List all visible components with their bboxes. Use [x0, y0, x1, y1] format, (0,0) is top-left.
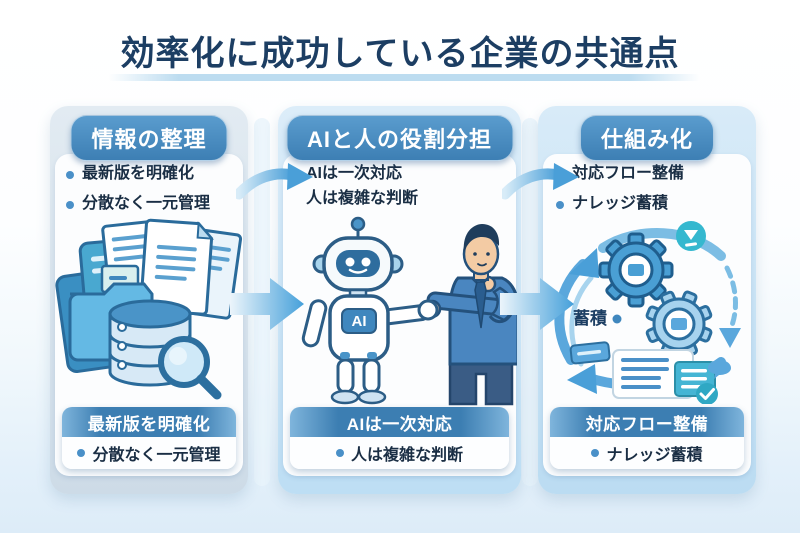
- document-icon: [612, 349, 694, 399]
- gears-cycle-illustration: 蓄積: [554, 221, 741, 404]
- column-header-pill: 情報の整理: [70, 115, 228, 161]
- column-information-organization: 情報の整理 最新版を明確化 分散なく一元管理: [50, 106, 248, 494]
- point-label: 分散なく一元管理: [82, 194, 211, 212]
- summary-point: 分散なく一元管理: [62, 437, 236, 469]
- point-item: 人は複雑な判断: [306, 189, 521, 210]
- column-ai-human-roles: AIと人の役割分担 AIは一次対応 人は複雑な判断: [278, 106, 521, 494]
- bullet-dot-icon: [335, 449, 344, 457]
- summary-header: AIは一次対応: [290, 407, 509, 437]
- bullet-dot-icon: [612, 314, 622, 324]
- gear-icon: [645, 290, 713, 358]
- folders-database-magnifier-illustration: [55, 218, 243, 400]
- point-item: 対応フロー整備: [556, 164, 756, 185]
- summary-point: ナレッジ蓄積: [550, 437, 744, 469]
- document-icon: [139, 218, 214, 316]
- title-underline: [108, 74, 700, 81]
- bullet-dot-icon: [556, 200, 564, 209]
- bullet-dot-icon: [77, 449, 86, 457]
- point-item: ナレッジ蓄積: [556, 194, 756, 215]
- robot-human-handshake-illustration: AI: [301, 216, 517, 406]
- bullet-dot-icon: [66, 171, 74, 179]
- column-header-pill: AIと人の役割分担: [285, 115, 514, 161]
- accumulation-label: 蓄積: [573, 308, 608, 328]
- summary-box: 最新版を明確化 分散なく一元管理: [62, 407, 236, 469]
- checkmark-icon: [696, 383, 718, 404]
- point-list: 対応フロー整備 ナレッジ蓄積: [538, 164, 756, 224]
- tie: [474, 281, 487, 329]
- right-arrow-icon: [500, 278, 574, 330]
- right-arrow-icon: [230, 278, 304, 330]
- magnifier-icon: [158, 336, 222, 400]
- page-title: 効率化に成功している企業の共通点: [120, 35, 680, 73]
- ai-chest-plate: [341, 308, 377, 334]
- download-badge-icon: [676, 221, 706, 251]
- point-list: 最新版を明確化 分散なく一元管理: [50, 164, 248, 224]
- curved-right-arrow-icon: [236, 163, 313, 200]
- point-label: 対応フロー整備: [572, 165, 685, 182]
- summary-header: 最新版を明確化: [62, 407, 236, 437]
- point-label: 人は複雑な判断: [306, 189, 419, 207]
- summary-box: AIは一次対応 人は複雑な判断: [290, 407, 509, 469]
- robot-figure: AI: [301, 216, 439, 405]
- bullet-dot-icon: [591, 449, 600, 457]
- database-icon: [108, 299, 192, 387]
- point-item: 最新版を明確化: [66, 164, 248, 185]
- point-label: 最新版を明確化: [82, 165, 195, 182]
- column-systematization: 仕組み化 対応フロー整備 ナレッジ蓄積: [538, 106, 756, 494]
- point-list: AIは一次対応 人は複雑な判断: [278, 164, 521, 214]
- summary-point: 人は複雑な判断: [290, 437, 509, 469]
- column-header-pill: 仕組み化: [579, 115, 715, 161]
- point-item: AIは一次対応: [306, 164, 521, 185]
- point-label: AIは一次対応: [306, 165, 403, 182]
- bullet-dot-icon: [66, 200, 74, 209]
- ai-label: AI: [352, 313, 367, 330]
- summary-header: 対応フロー整備: [550, 407, 744, 437]
- point-item: 分散なく一元管理: [66, 194, 248, 215]
- point-label: ナレッジ蓄積: [572, 194, 669, 212]
- summary-box: 対応フロー整備 ナレッジ蓄積: [550, 407, 744, 469]
- curved-right-arrow-icon: [502, 163, 579, 200]
- robot-hand: [417, 299, 439, 321]
- speech-bubble-icon: [708, 360, 731, 379]
- note-icon: [569, 341, 611, 365]
